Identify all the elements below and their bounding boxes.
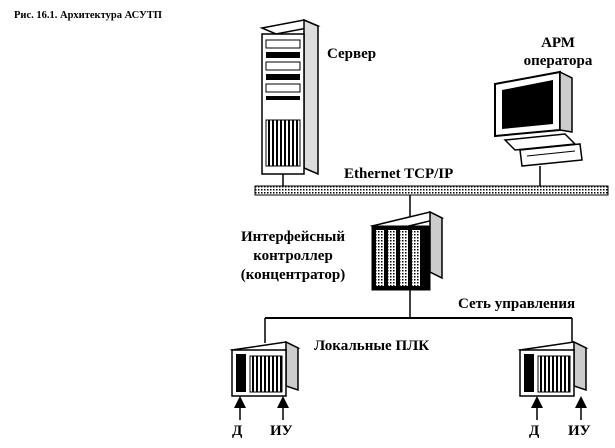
- workstation-label-line2: оператора: [523, 53, 593, 69]
- server-label: Сервер: [327, 46, 377, 62]
- figure-caption: Рис. 16.1. Архитектура АСУТП: [14, 10, 162, 21]
- workstation-label-line1: АРМ: [541, 35, 575, 51]
- ethernet-bus: [254, 185, 609, 196]
- operator-workstation-icon: [494, 70, 583, 186]
- local-plc-label: Локальные ПЛК: [314, 338, 430, 354]
- iface-label-line3: (концентратор): [240, 267, 346, 283]
- actuator-label-right: ИУ: [568, 423, 591, 439]
- io-arrows: [234, 396, 587, 420]
- ethernet-label: Ethernet TCP/IP: [344, 166, 454, 182]
- iface-label-line2: контроллер: [253, 248, 333, 264]
- interface-controller-icon: [369, 195, 445, 318]
- actuator-label-left: ИУ: [270, 423, 293, 439]
- iface-label-line1: Интерфейсный: [240, 229, 345, 245]
- interface-controller-label: Интерфейсный контроллер (концентратор): [223, 228, 363, 285]
- plc-rack-icon: [229, 340, 301, 397]
- control-network-label: Сеть управления: [458, 296, 576, 312]
- control-network-line: [264, 317, 573, 343]
- sensor-label-left: Д: [232, 423, 243, 439]
- server-tower-icon: [259, 18, 321, 186]
- sensor-label-right: Д: [529, 423, 540, 439]
- plc-rack-icon: [517, 340, 589, 397]
- workstation-label: АРМ оператора: [508, 34, 608, 70]
